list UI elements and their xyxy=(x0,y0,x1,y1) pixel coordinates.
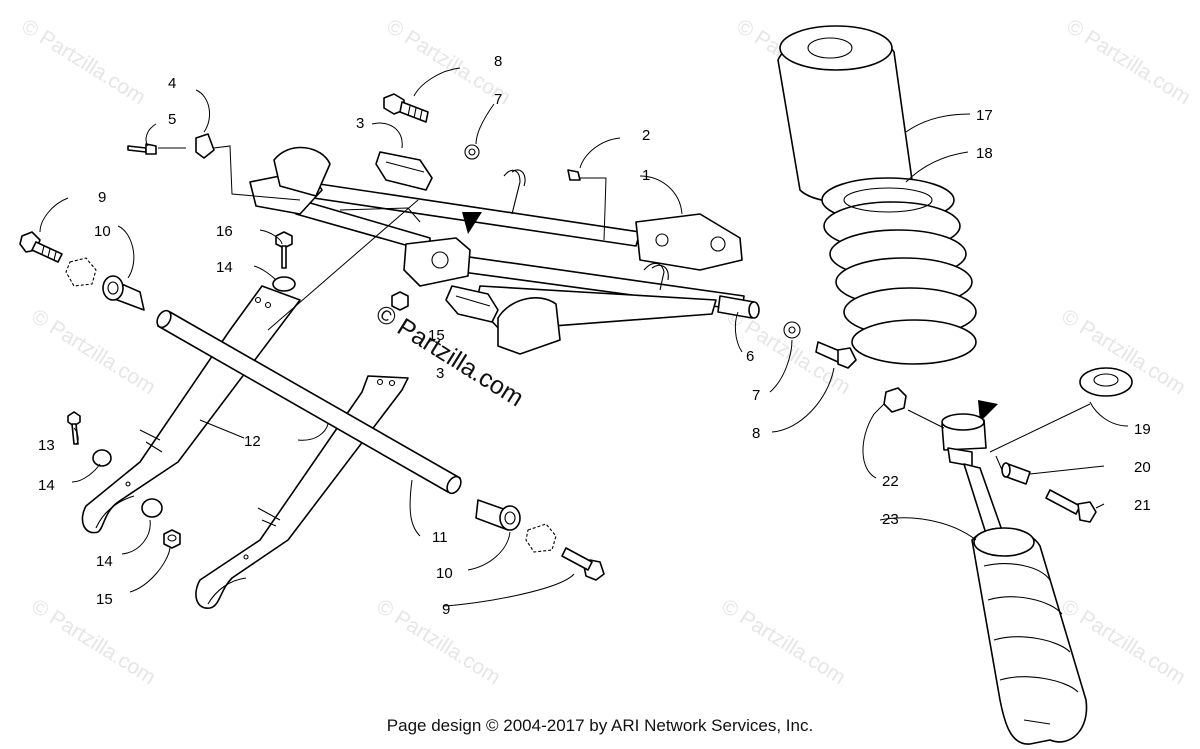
bolt-13 xyxy=(67,411,81,445)
washer-14b xyxy=(141,498,163,518)
callout-15-left: 15 xyxy=(96,591,113,608)
leader-lines xyxy=(39,67,1129,607)
callout-16: 16 xyxy=(216,223,233,240)
bump-boot xyxy=(777,25,913,204)
clip-4 xyxy=(195,133,215,159)
callout-10-right: 10 xyxy=(436,565,453,582)
callout-14-top: 14 xyxy=(216,259,233,276)
bolt-9-right xyxy=(561,547,605,581)
direction-arrow-shock xyxy=(978,400,998,422)
callout-7-upper: 7 xyxy=(494,91,502,108)
callout-13: 13 xyxy=(38,437,55,454)
callout-20: 20 xyxy=(1134,459,1151,476)
callout-6: 6 xyxy=(746,348,754,365)
callout-11: 11 xyxy=(432,529,448,546)
callout-3-upper: 3 xyxy=(356,115,364,132)
callout-18: 18 xyxy=(976,145,993,162)
front-arm-right xyxy=(195,375,409,609)
callout-21: 21 xyxy=(1134,497,1151,514)
callout-17: 17 xyxy=(976,107,993,124)
callout-9-left: 9 xyxy=(98,189,106,206)
callout-15-frame: 15 xyxy=(428,327,445,344)
washer-7-lower xyxy=(783,321,801,339)
washer-7-lower-inner xyxy=(788,326,796,334)
nut-15-left xyxy=(163,529,181,549)
callout-14-bottom: 14 xyxy=(96,553,113,570)
screw-5 xyxy=(127,143,157,155)
callout-7-lower: 7 xyxy=(752,387,760,404)
cross-shaft xyxy=(156,309,462,495)
watermark: © Partzilla.com xyxy=(27,305,159,399)
pad-3-lower xyxy=(445,285,499,323)
watermark: © Partzilla.com xyxy=(372,595,504,689)
washer-7-upper-inner xyxy=(468,148,476,156)
footer-credit: Page design © 2004-2017 by ARI Network S… xyxy=(386,716,814,735)
bolt-16 xyxy=(275,231,293,269)
callout-23: 23 xyxy=(882,511,899,528)
washer-14a xyxy=(92,449,112,467)
pad-3-upper xyxy=(375,151,433,191)
watermark: © Partzilla.com xyxy=(717,595,849,689)
nut-15-frame xyxy=(391,291,409,311)
callout-19: 19 xyxy=(1134,421,1151,438)
callout-2: 2 xyxy=(642,127,650,144)
rear-arm-frame xyxy=(249,146,760,355)
bushing-left xyxy=(102,275,145,311)
shock-absorber xyxy=(941,413,1088,745)
callout-9-right: 9 xyxy=(442,601,450,618)
callout-8-upper: 8 xyxy=(494,53,502,70)
direction-arrow-frame xyxy=(462,212,482,234)
callout-10-left: 10 xyxy=(94,223,111,240)
spacer-22 xyxy=(883,387,907,413)
callout-3-lower: 3 xyxy=(436,365,444,382)
sleeve-20 xyxy=(1001,462,1031,485)
callout-4: 4 xyxy=(168,75,176,92)
washer-7-upper xyxy=(464,144,480,160)
watermark: © Partzilla.com xyxy=(17,15,149,109)
bolt-8-lower xyxy=(815,341,857,369)
callout-14-left: 14 xyxy=(38,477,55,494)
callout-5: 5 xyxy=(168,111,176,128)
bolt-8-upper xyxy=(383,93,429,123)
callout-1: 1 xyxy=(642,167,650,184)
washer-14c xyxy=(272,276,296,292)
grease-fitting-2 xyxy=(567,169,581,181)
washer-dashed-left xyxy=(65,257,97,287)
coil-spring xyxy=(821,177,977,365)
callout-12: 12 xyxy=(244,433,261,450)
callout-8-lower: 8 xyxy=(752,425,760,442)
bolt-21 xyxy=(1045,489,1097,523)
bolt-9-left xyxy=(19,231,63,263)
spring-retainer-19 xyxy=(1079,367,1133,397)
bushing-right xyxy=(475,499,521,531)
washer-dashed-right xyxy=(525,523,557,553)
callout-22: 22 xyxy=(882,473,899,490)
front-arm-left xyxy=(81,285,301,534)
callout-labels: 1 2 3 3 4 5 6 7 7 8 8 9 9 10 10 11 12 13… xyxy=(38,53,1151,618)
watermark: © Partzilla.com xyxy=(1062,15,1194,109)
watermark: © Partzilla.com xyxy=(27,595,159,689)
